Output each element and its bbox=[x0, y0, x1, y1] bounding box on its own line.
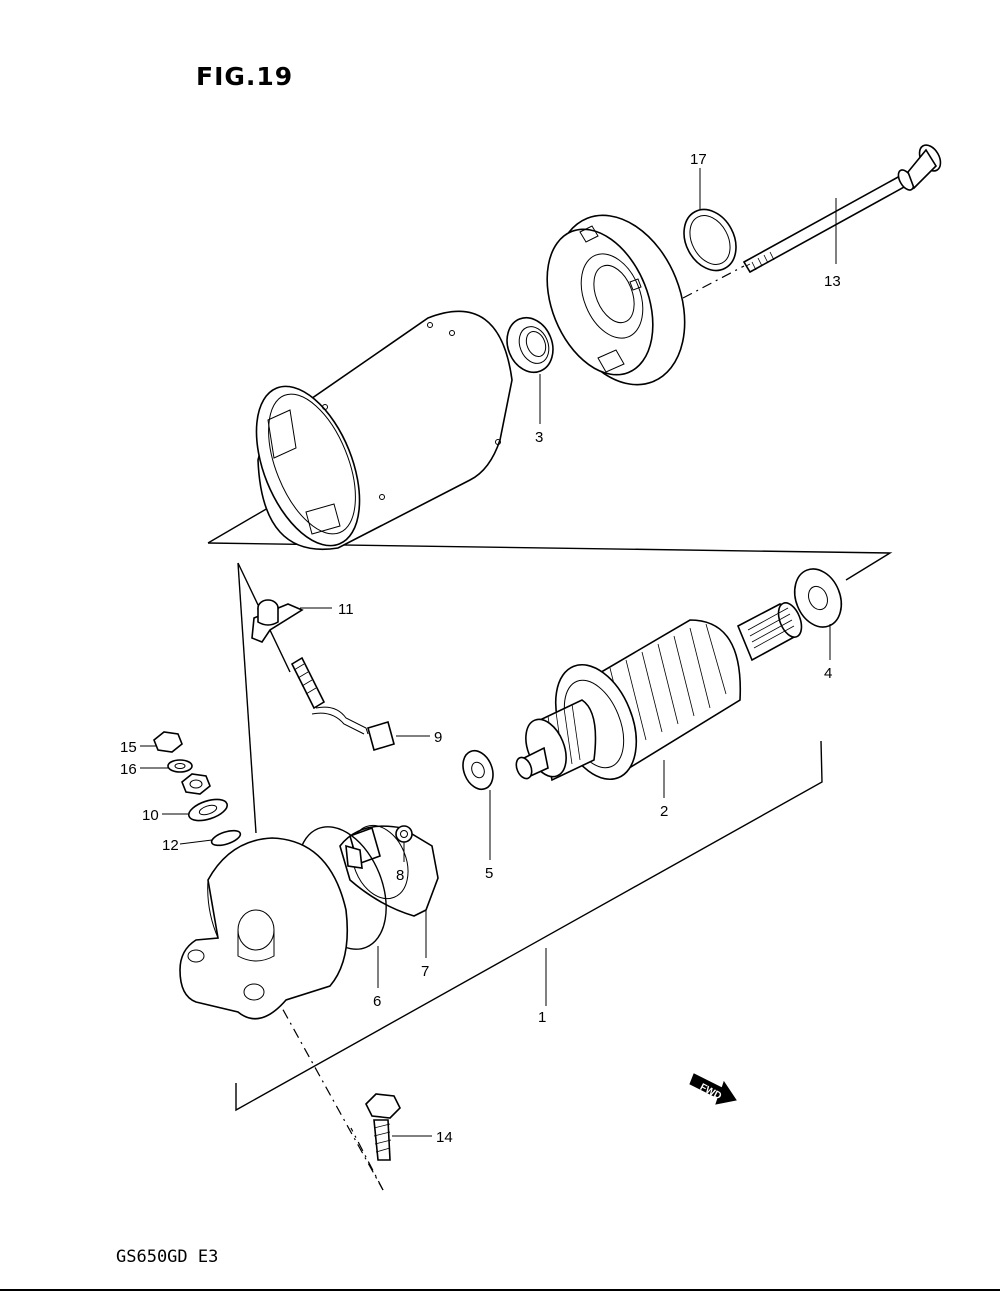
part-9-terminal-bolt bbox=[290, 656, 395, 752]
part-14-bolt bbox=[365, 1093, 401, 1161]
callout-13: 13 bbox=[824, 273, 841, 290]
front-housing bbox=[179, 837, 349, 1020]
fwd-arrow-icon: FWD bbox=[689, 1073, 737, 1105]
callout-5: 5 bbox=[485, 865, 493, 882]
part-7-brush-plate bbox=[339, 824, 439, 917]
part-15-nut bbox=[153, 731, 183, 753]
leader-lines bbox=[140, 168, 837, 1137]
part-2-armature bbox=[515, 602, 803, 782]
rear-housing bbox=[546, 214, 686, 386]
part-17-o-ring bbox=[683, 208, 737, 272]
part-3-oil-seal bbox=[506, 316, 554, 374]
callout-1: 1 bbox=[538, 1009, 546, 1026]
callout-2: 2 bbox=[660, 803, 668, 820]
assembly-bracket-lines bbox=[207, 265, 893, 1191]
part-16-spring-washer bbox=[167, 759, 193, 773]
callout-14: 14 bbox=[436, 1129, 453, 1146]
callout-9: 9 bbox=[434, 729, 442, 746]
part-8-brush bbox=[395, 825, 413, 843]
yoke-housing bbox=[255, 310, 513, 550]
part-13-through-bolt bbox=[742, 144, 942, 274]
part-12-o-ring bbox=[210, 829, 242, 847]
callout-labels: 1 2 3 4 5 6 7 8 9 10 11 12 13 14 15 16 1… bbox=[120, 151, 841, 1146]
callout-12: 12 bbox=[162, 837, 179, 854]
part-5-washer bbox=[462, 749, 494, 791]
part-10-washer bbox=[187, 798, 229, 822]
callout-17: 17 bbox=[690, 151, 707, 168]
part-11-insulator bbox=[251, 599, 304, 643]
page-bottom-rule bbox=[0, 1289, 1000, 1291]
callout-10: 10 bbox=[142, 807, 159, 824]
fwd-label: FWD bbox=[698, 1082, 723, 1102]
figure-title: FIG.19 bbox=[196, 62, 294, 91]
callout-15: 15 bbox=[120, 739, 137, 756]
callout-11: 11 bbox=[338, 601, 354, 618]
callout-3: 3 bbox=[535, 429, 543, 446]
callout-6: 6 bbox=[373, 993, 381, 1010]
part-nut-2 bbox=[181, 773, 211, 795]
part-4-washer bbox=[793, 568, 843, 628]
model-code-label: GS650GD E3 bbox=[116, 1247, 219, 1267]
callout-16: 16 bbox=[120, 761, 137, 778]
callout-8: 8 bbox=[396, 867, 404, 884]
callout-4: 4 bbox=[824, 665, 832, 682]
callout-7: 7 bbox=[421, 963, 429, 980]
